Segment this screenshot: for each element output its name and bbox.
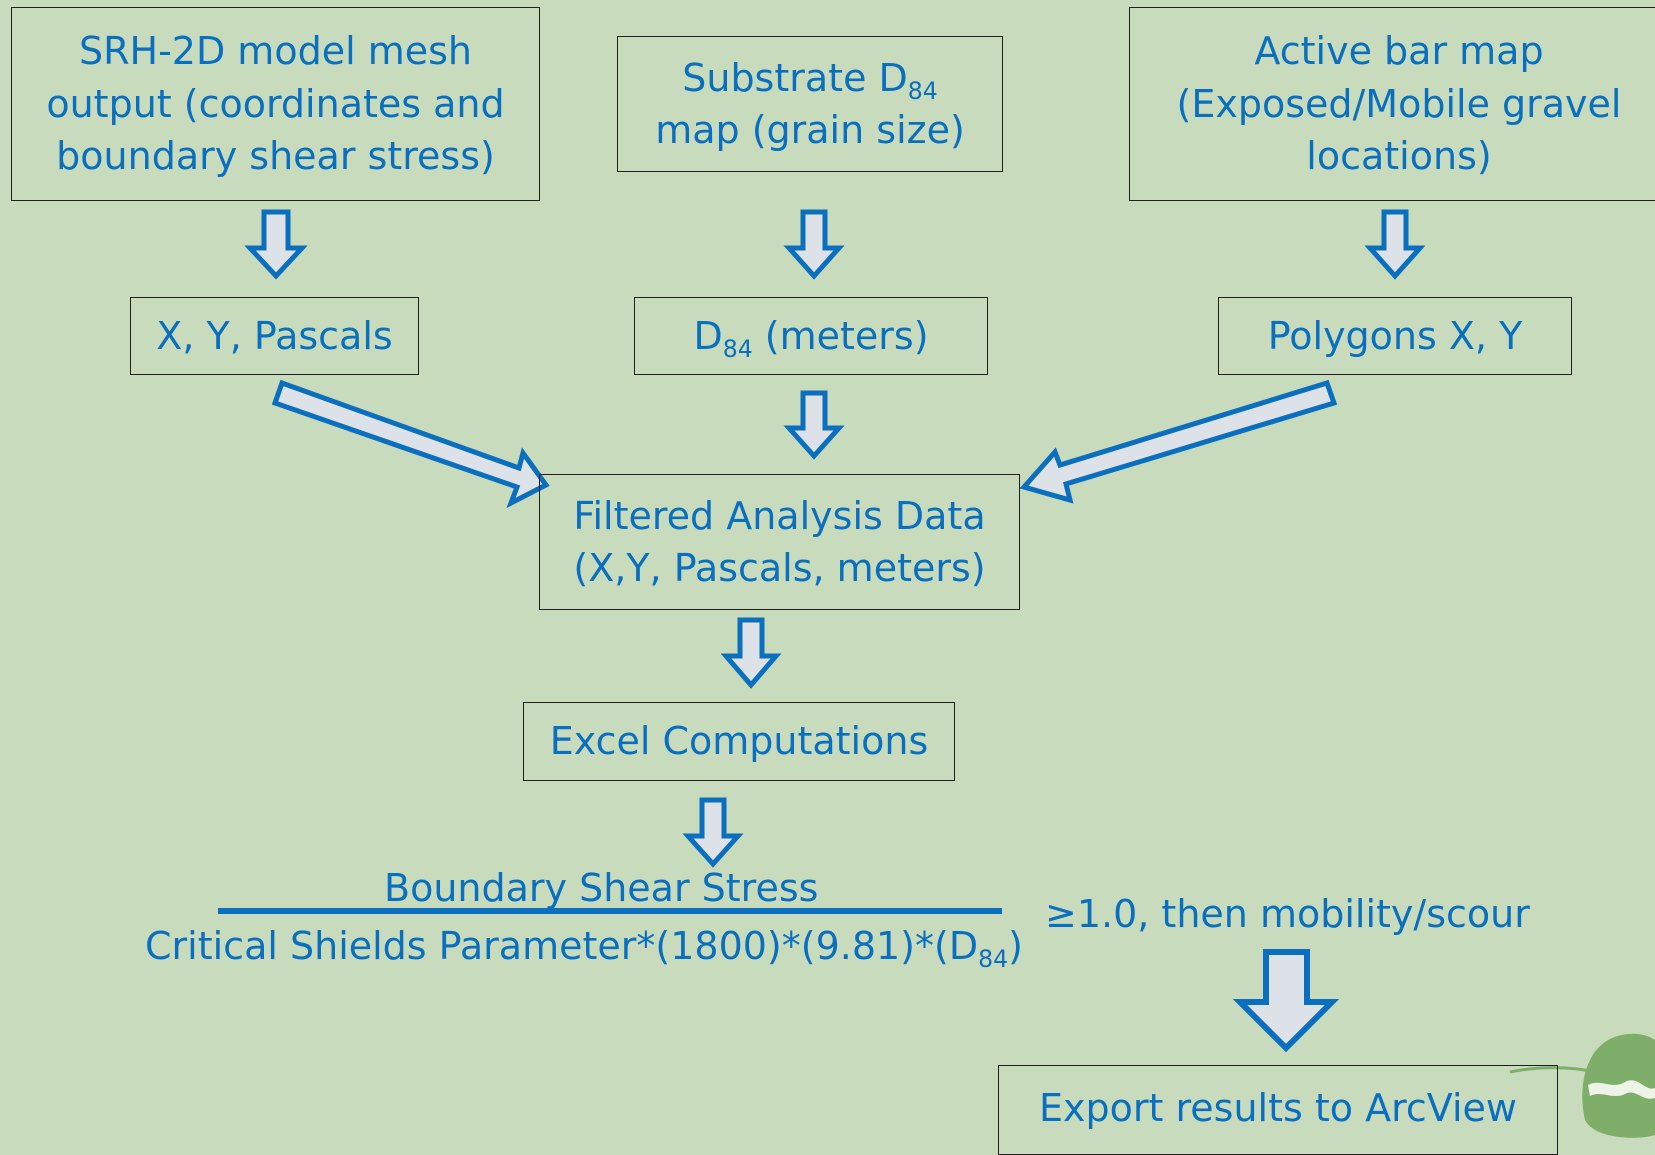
- arrow-down-d84: [783, 390, 845, 460]
- mesh-line-1: SRH-2D model mesh: [78, 29, 472, 74]
- bar-line-3: locations): [1306, 134, 1492, 179]
- polygons-label: Polygons X, Y: [1267, 313, 1523, 358]
- d84-subscript: 84: [722, 335, 753, 364]
- leaf-logo: [1509, 1033, 1655, 1138]
- substrate-prefix: Substrate D: [682, 55, 908, 100]
- substrate-line-1: Substrate D84: [682, 52, 938, 104]
- substrate-map-box: Substrate D84 map (grain size): [617, 36, 1003, 172]
- arrow-down-bar: [1364, 209, 1426, 280]
- mesh-line-3: boundary shear stress): [56, 134, 495, 179]
- export-label: Export results to ArcView: [1039, 1086, 1517, 1130]
- d84-label: D84 (meters): [693, 310, 928, 362]
- d84-meters-box: D84 (meters): [634, 297, 988, 375]
- arrow-down-filtered: [720, 617, 782, 689]
- arrow-down-substrate: [783, 209, 845, 280]
- arrow-down-big: [1232, 949, 1340, 1053]
- substrate-subscript: 84: [907, 76, 938, 105]
- denominator-suffix: ): [1008, 924, 1023, 968]
- formula-condition: ≥1.0, then mobility/scour: [1045, 892, 1530, 936]
- mesh-line-2: output (coordinates and: [46, 81, 505, 126]
- arrow-down-excel: [682, 797, 744, 868]
- mesh-output-box: SRH-2D model mesh output (coordinates an…: [11, 7, 540, 201]
- arrow-diagonal-left: [271, 379, 550, 509]
- filtered-line-1: Filtered Analysis Data: [573, 493, 986, 538]
- substrate-line-2: map (grain size): [655, 108, 965, 152]
- arrow-diagonal-right: [1019, 379, 1338, 504]
- formula-numerator: Boundary Shear Stress: [384, 866, 819, 910]
- denominator-prefix: Critical Shields Parameter*(1800)*(9.81)…: [145, 924, 979, 968]
- d84-prefix: D: [693, 313, 723, 358]
- xy-pascals-box: X, Y, Pascals: [130, 297, 419, 375]
- xy-pascals-label: X, Y, Pascals: [156, 313, 393, 358]
- filtered-analysis-box: Filtered Analysis Data (X,Y, Pascals, me…: [539, 474, 1020, 610]
- formula-denominator: Critical Shields Parameter*(1800)*(9.81)…: [145, 924, 1023, 971]
- polygons-box: Polygons X, Y: [1218, 297, 1572, 375]
- active-bar-map-box: Active bar map (Exposed/Mobile gravel lo…: [1129, 7, 1655, 201]
- bar-line-1: Active bar map: [1254, 29, 1544, 74]
- denominator-subscript: 84: [978, 945, 1009, 974]
- bar-line-2: (Exposed/Mobile gravel: [1176, 81, 1622, 126]
- filtered-line-2: (X,Y, Pascals, meters): [573, 546, 986, 590]
- excel-computations-box: Excel Computations: [523, 702, 955, 781]
- d84-suffix: (meters): [752, 313, 929, 358]
- export-arcview-box: Export results to ArcView: [998, 1065, 1558, 1155]
- excel-label: Excel Computations: [549, 719, 929, 764]
- arrow-down-mesh: [244, 209, 308, 280]
